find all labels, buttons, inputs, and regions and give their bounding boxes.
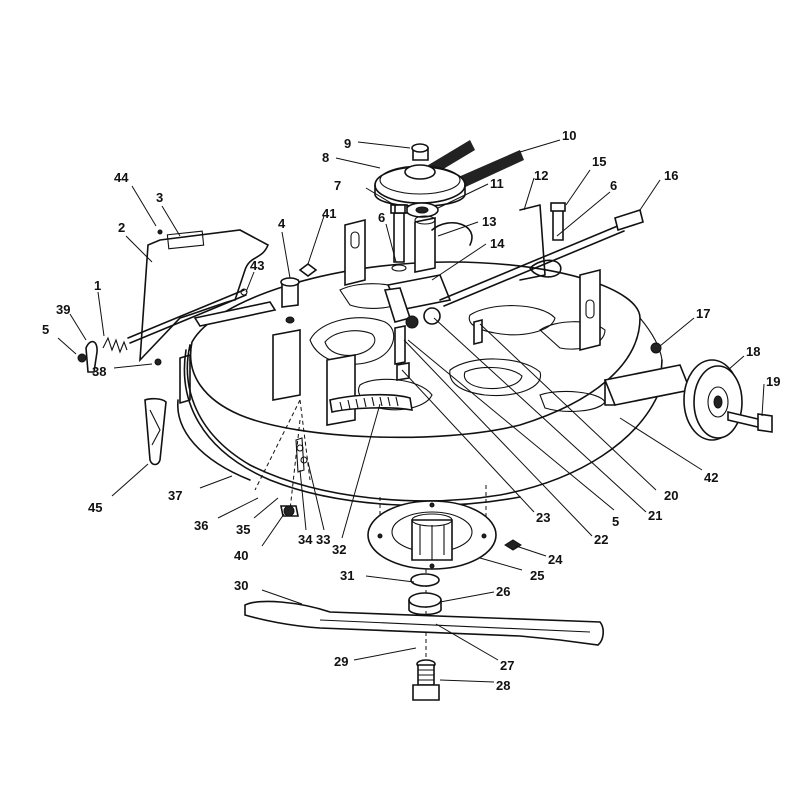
standoff-nut <box>298 263 318 277</box>
callout-26: 26 <box>496 584 510 599</box>
blade-adapter <box>367 500 497 570</box>
callout-42: 42 <box>704 470 718 485</box>
callout-10: 10 <box>562 128 576 143</box>
callout-3: 3 <box>156 190 163 205</box>
rod-spring-link <box>529 259 562 278</box>
callout-43: 43 <box>250 258 264 273</box>
blade-bolt <box>412 664 440 701</box>
callout-16: 16 <box>664 168 678 183</box>
spindle-tube <box>414 215 436 273</box>
belt-guide-bracket <box>431 204 546 281</box>
callout-44: 44 <box>114 170 129 185</box>
callout-15: 15 <box>592 154 606 169</box>
callout-25: 25 <box>530 568 544 583</box>
callout-labels: 1 2 3 4 5 5 6 6 7 8 9 10 11 12 13 14 15 … <box>42 128 780 693</box>
callout-1: 1 <box>94 278 101 293</box>
callout-24: 24 <box>548 552 563 567</box>
callout-9: 9 <box>344 136 351 151</box>
handle-lever <box>85 340 98 373</box>
wheel-bolt <box>727 410 773 433</box>
height-adjust-rod <box>439 208 644 307</box>
adjust-gear <box>329 393 413 413</box>
handle-knob <box>144 397 167 466</box>
callout-30: 30 <box>234 578 248 593</box>
callout-37: 37 <box>168 488 182 503</box>
callout-34: 34 <box>298 532 313 547</box>
callout-32: 32 <box>332 542 346 557</box>
wheel-nut <box>650 342 662 354</box>
callout-6-right: 6 <box>610 178 617 193</box>
callout-33: 33 <box>316 532 330 547</box>
callout-19: 19 <box>766 374 780 389</box>
callout-27: 27 <box>500 658 514 673</box>
callout-41: 41 <box>322 206 336 221</box>
callout-4: 4 <box>278 216 286 231</box>
handle-decal <box>193 301 277 327</box>
callout-8: 8 <box>322 150 329 165</box>
handle-small-parts <box>77 229 163 366</box>
blade <box>244 600 604 646</box>
callout-5-right: 5 <box>612 514 619 529</box>
callout-39: 39 <box>56 302 70 317</box>
standoff-post <box>280 277 300 324</box>
callout-6-left: 6 <box>378 210 385 225</box>
callout-18: 18 <box>746 344 760 359</box>
callout-5-left: 5 <box>42 322 49 337</box>
callout-2: 2 <box>118 220 125 235</box>
callout-28: 28 <box>496 678 510 693</box>
deck-mount-brackets <box>272 218 601 426</box>
height-adjust-bracket <box>383 274 452 323</box>
callout-23: 23 <box>536 510 550 525</box>
callout-7: 7 <box>334 178 341 193</box>
callout-29: 29 <box>334 654 348 669</box>
callout-21: 21 <box>648 508 662 523</box>
callout-11: 11 <box>490 176 504 191</box>
callout-40: 40 <box>234 548 248 563</box>
pulley-nut <box>411 143 429 153</box>
callout-17: 17 <box>696 306 710 321</box>
small-bolt-7 <box>394 204 406 214</box>
callout-13: 13 <box>482 214 496 229</box>
adapter-nut <box>504 539 522 551</box>
callout-35: 35 <box>236 522 250 537</box>
bearing-spacer <box>405 202 439 218</box>
callout-14: 14 <box>490 236 505 251</box>
callout-20: 20 <box>664 488 678 503</box>
discharge-flap <box>177 354 251 481</box>
leader-lines <box>57 139 765 683</box>
handle-spring <box>102 336 128 354</box>
deck-hardware-lower <box>280 437 308 517</box>
callout-31: 31 <box>340 568 354 583</box>
wheel <box>683 359 743 441</box>
callout-38: 38 <box>92 364 106 379</box>
callout-22: 22 <box>594 532 608 547</box>
callout-12: 12 <box>534 168 548 183</box>
handle-rod <box>127 288 248 344</box>
callout-45: 45 <box>88 500 102 515</box>
callout-36: 36 <box>194 518 208 533</box>
